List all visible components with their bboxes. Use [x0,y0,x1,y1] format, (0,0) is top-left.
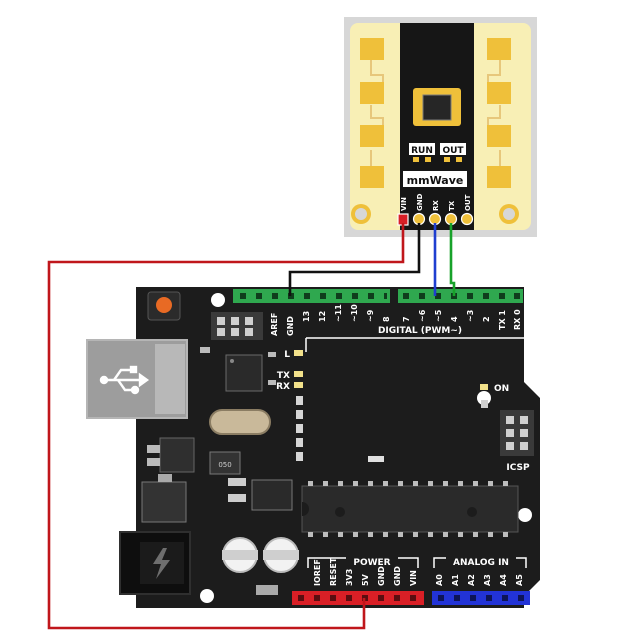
digital-header-right [398,289,523,303]
pin-label-3v3: 3V3 [345,569,354,586]
pin-label-9: ~9 [366,309,375,322]
voltage-regulator [141,481,187,523]
pin-label-gnd-2: GND [393,566,402,586]
power-label-rule [307,557,419,568]
sensor-pin-label-out: OUT [464,194,472,211]
pin-label-12: 12 [318,311,327,322]
pin-label-a0: A0 [435,574,444,586]
led-on [480,384,488,390]
digital-pin-labels-left: AREF GND 13 12 ~11 ~10 ~9 8 [270,304,391,336]
wire-tx-pin4 [449,223,456,296]
digital-label: DIGITAL (PWM~) [378,326,462,336]
antenna-patches-right [487,38,511,188]
sensor-chip [422,94,452,121]
pin-label-aref: AREF [270,313,279,336]
board-hole-4 [200,589,214,603]
arduino-uno-board: 050 L TX RX ON [86,287,540,608]
sensor-logo: mmWave [407,174,464,187]
pin-label-rx0: RX 0 [513,309,522,330]
lightning-icon [153,548,170,579]
analog-header [432,591,530,605]
sensor-logo-bg [403,171,467,187]
resistor-column [296,396,303,461]
sensor-pin-label-gnd: GND [416,193,424,211]
sensor-pin-label-rx: RX [432,200,440,211]
mmwave-sensor-module: RUN OUT mmWave VIN GND RX TX OUT [344,17,537,237]
atmega-pins [308,481,508,537]
pin-label-gnd-top: GND [286,316,295,336]
op-amp-chip [251,479,293,511]
pin-label-13: 13 [302,311,311,322]
icsp-header [500,410,534,456]
pin-label-6: ~6 [418,309,427,322]
chip-marking: 050 [218,461,231,469]
board-hole-2 [518,508,532,522]
pin-label-8: 8 [382,316,391,322]
pin-label-5: ~5 [434,309,443,322]
led-label-rx: RX [276,382,290,392]
sensor-pin-out [460,212,474,226]
pin-label-a5: A5 [515,574,524,586]
sensor-pin-label-vin: VIN [400,197,408,211]
pin-label-ioref: IOREF [313,559,322,586]
antenna-patches-left [360,38,384,188]
sensor-pin-labels: VIN GND RX TX OUT [400,193,472,211]
pin-label-2: 2 [482,316,491,322]
pin-label-a1: A1 [451,574,460,586]
power-pin-labels: IOREF RESET 3V3 5V GND GND VIN [313,557,418,586]
board-hole-1 [211,293,225,307]
pin-label-tx1: TX 1 [498,310,507,330]
digital-pin-labels-right: 7 ~6 ~5 4 ~3 2 TX 1 RX 0 [402,309,522,330]
pin-label-11: ~11 [334,304,343,322]
led-rx [294,382,303,388]
sensor-pin-gnd [412,212,426,226]
atmega-chip [301,485,519,533]
digital-header-left [233,289,390,303]
pin-label-4: 4 [450,316,459,322]
power-header [292,591,424,605]
wire-gnd-gnd [288,223,421,296]
wire-vin-5v [47,223,405,630]
analog-label-rule [433,557,527,568]
sensor-pin-tx [444,212,458,226]
power-label: POWER [353,558,390,568]
out-led-label-bg [440,143,466,155]
usb-icon [99,365,150,395]
pin-label-reset: RESET [329,557,338,586]
sensor-pins [397,212,474,226]
sensor-status-leds: RUN OUT [409,143,466,162]
sensor-pin-label-tx: TX [448,200,456,211]
pin-label-3: ~3 [466,310,475,322]
pin-label-gnd-1: GND [377,566,386,586]
pin-label-10: ~10 [350,304,359,322]
icsp-label: ICSP [506,463,530,473]
pin-label-a4: A4 [499,574,508,586]
chip-050 [209,451,241,475]
pin-label-7: 7 [402,316,411,322]
sensor-pin-rx [428,212,442,226]
out-led-label: OUT [442,146,464,156]
pin-label-a2: A2 [467,574,476,586]
led-label-l: L [284,350,290,360]
connection-wires [47,223,456,630]
on-label: ON [494,384,509,394]
led-label-tx: TX [277,371,290,381]
analog-pin-labels: A0 A1 A2 A3 A4 A5 [435,574,524,586]
led-l [294,350,303,356]
pin-label-a3: A3 [483,574,492,586]
reset-button-cap [156,297,172,313]
run-led-label-bg [409,143,435,155]
sensor-center-strip [400,23,474,230]
run-led-label: RUN [411,146,433,156]
regulator-small [159,437,195,473]
analog-label: ANALOG IN [453,558,509,568]
led-tx [294,371,303,377]
pin-label-5v: 5V [361,573,370,586]
pin-label-vin-board: VIN [409,570,418,586]
crystal-oscillator [209,409,271,435]
